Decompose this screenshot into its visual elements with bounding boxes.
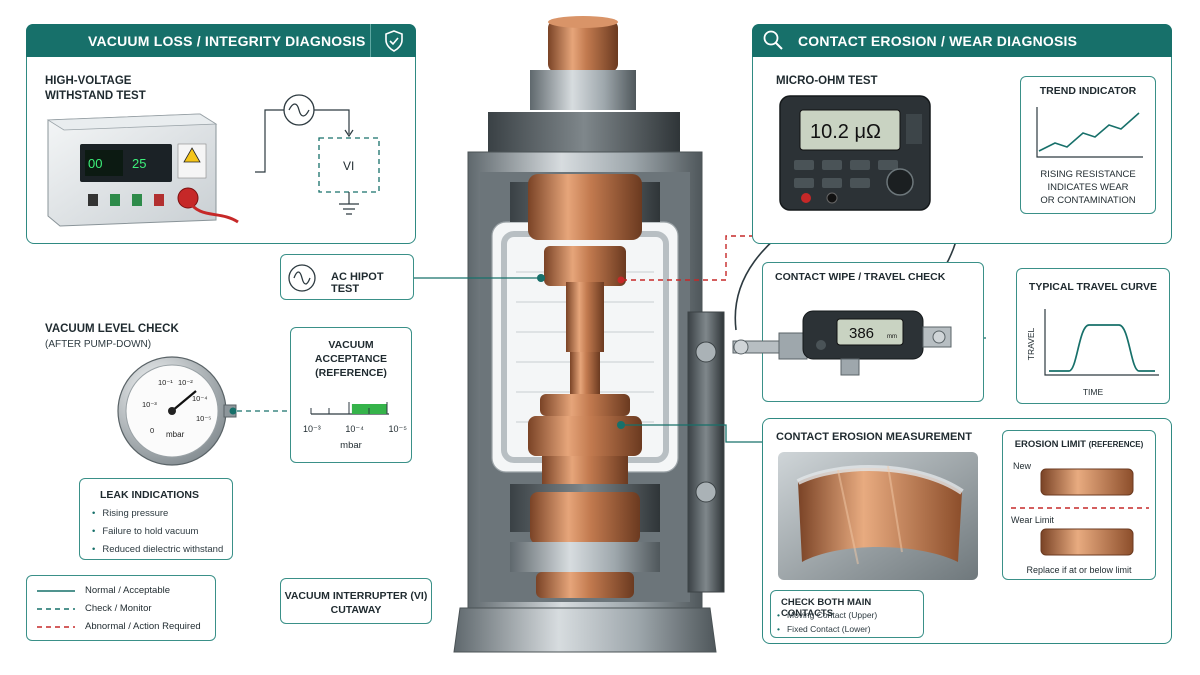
erosion-limit-title: EROSION LIMIT (REFERENCE) (1014, 439, 1144, 450)
wipe-check-box: CONTACT WIPE / TRAVEL CHECK 386 mm (732, 262, 984, 402)
list-item: Fixed Contact (Lower) (777, 623, 877, 637)
hv-test-set: 00 25 (46, 113, 239, 227)
erosion-new-label: New (1013, 461, 1032, 471)
trend-chart (1036, 107, 1143, 158)
gauge-tick-6: 0 (150, 426, 154, 435)
contact-closeup-photo (778, 452, 978, 580)
travel-curve-xlabel: TIME (1082, 387, 1104, 397)
legend-row-abnormal: Abnormal / Action Required (37, 621, 201, 632)
acceptance-scale-labels: 10⁻³ 10⁻⁴ 10⁻⁵ (303, 424, 407, 434)
cutaway-label-box: VACUUM INTERRUPTER (VI) CUTAWAY (280, 578, 432, 624)
trend-desc: RISING RESISTANCE INDICATES WEAR OR CONT… (1040, 169, 1136, 206)
travel-reading: 386 (849, 325, 874, 342)
vi-label: VI (343, 159, 354, 173)
check-both-box: CHECK BOTH MAIN CONTACTS Moving Contact … (770, 590, 924, 638)
erosion-wear-line (1011, 507, 1149, 509)
right-header: CONTACT EROSION / WEAR DIAGNOSIS (752, 24, 1172, 57)
right-header-title: CONTACT EROSION / WEAR DIAGNOSIS (798, 32, 1078, 49)
hv-display-right: 25 (132, 156, 146, 171)
leak-title: LEAK INDICATIONS (100, 489, 199, 501)
legend-row-normal: Normal / Acceptable (37, 585, 170, 596)
micro-ohm-meter: 10.2 μΩ (779, 95, 931, 211)
trend-indicator-box: TREND INDICATOR RISING RESISTANCE INDICA… (1020, 76, 1156, 214)
micro-ohm-reading: 10.2 μΩ (810, 121, 881, 143)
gauge-tick-1: 10⁻¹ (158, 378, 173, 387)
hv-test-label: HIGH-VOLTAGE WITHSTAND TEST (45, 75, 146, 102)
gauge-tick-5: 10⁻⁵ (196, 414, 211, 423)
acceptance-unit: mbar (340, 440, 362, 451)
legend-dashed-line (37, 607, 75, 610)
vacuum-check-subtitle: (AFTER PUMP-DOWN) (45, 339, 152, 350)
trend-title: TREND INDICATOR (1039, 85, 1137, 97)
left-header-title: VACUUM LOSS / INTEGRITY DIAGNOSIS (88, 32, 366, 49)
list-item: Moving Contact (Upper) (777, 609, 877, 623)
list-item: Failure to hold vacuum (92, 523, 223, 541)
ac-hipot-box: AC HIPOT TEST (280, 254, 414, 300)
magnifier-icon (762, 29, 784, 54)
wipe-title: CONTACT WIPE / TRAVEL CHECK (775, 271, 946, 283)
micro-ohm-label: MICRO-OHM TEST (776, 75, 878, 87)
travel-curve-ylabel: TRAVEL (1026, 327, 1037, 361)
hv-display-left: 00 (88, 156, 102, 171)
legend-row-check: Check / Monitor (37, 603, 152, 614)
left-header: VACUUM LOSS / INTEGRITY DIAGNOSIS (26, 24, 416, 57)
vacuum-check-title: VACUUM LEVEL CHECK (45, 323, 179, 335)
leak-list: Rising pressure Failure to hold vacuum R… (92, 505, 223, 559)
gauge-tick-2: 10⁻² (178, 378, 193, 387)
erosion-limit-box: EROSION LIMIT (REFERENCE) New Wear Limit… (1002, 430, 1156, 580)
travel-curve-chart (1044, 309, 1159, 376)
check-both-list: Moving Contact (Upper) Fixed Contact (Lo… (777, 609, 877, 636)
vacuum-gauge: 10⁻¹ 10⁻² 10⁻³ 10⁻⁴ 10⁻⁵ 0 mbar (117, 356, 237, 466)
travel-unit: mm (887, 334, 897, 340)
hv-circuit: VI (255, 94, 380, 215)
vacuum-interrupter-cutaway (453, 16, 725, 653)
vacuum-acceptance-title: VACUUM ACCEPTANCE (REFERENCE) (314, 339, 388, 380)
legend-red-dashed-line (37, 625, 75, 628)
gauge-unit: mbar (166, 430, 185, 439)
erosion-new-contact (1040, 468, 1134, 496)
leak-indications-box: LEAK INDICATIONS Rising pressure Failure… (79, 478, 233, 560)
acceptance-scale (310, 402, 389, 415)
ac-hipot-label: AC HIPOT TEST (331, 271, 384, 295)
erosion-worn-contact (1040, 528, 1134, 556)
travel-curve-title: TYPICAL TRAVEL CURVE (1028, 281, 1158, 293)
gauge-tick-4: 10⁻⁴ (192, 394, 208, 403)
travel-curve-box: TYPICAL TRAVEL CURVE TRAVEL TIME (1016, 268, 1170, 404)
erosion-title: CONTACT EROSION MEASUREMENT (776, 431, 972, 443)
list-item: Reduced dielectric withstand (92, 541, 223, 559)
list-item: Rising pressure (92, 505, 223, 523)
shield-check-icon (370, 24, 416, 57)
legend-solid-line (37, 589, 75, 592)
gauge-connector (229, 407, 290, 415)
ac-wave-icon (288, 264, 316, 292)
vacuum-acceptance-box: VACUUM ACCEPTANCE (REFERENCE) 10⁻³ 10⁻⁴ … (290, 327, 412, 463)
legend-box: Normal / Acceptable Check / Monitor Abno… (26, 575, 216, 641)
erosion-wear-label: Wear Limit (1011, 515, 1054, 525)
travel-gauge: 386 mm (732, 310, 952, 376)
gauge-tick-3: 10⁻³ (142, 400, 157, 409)
erosion-note: Replace if at or below limit (1026, 565, 1132, 575)
